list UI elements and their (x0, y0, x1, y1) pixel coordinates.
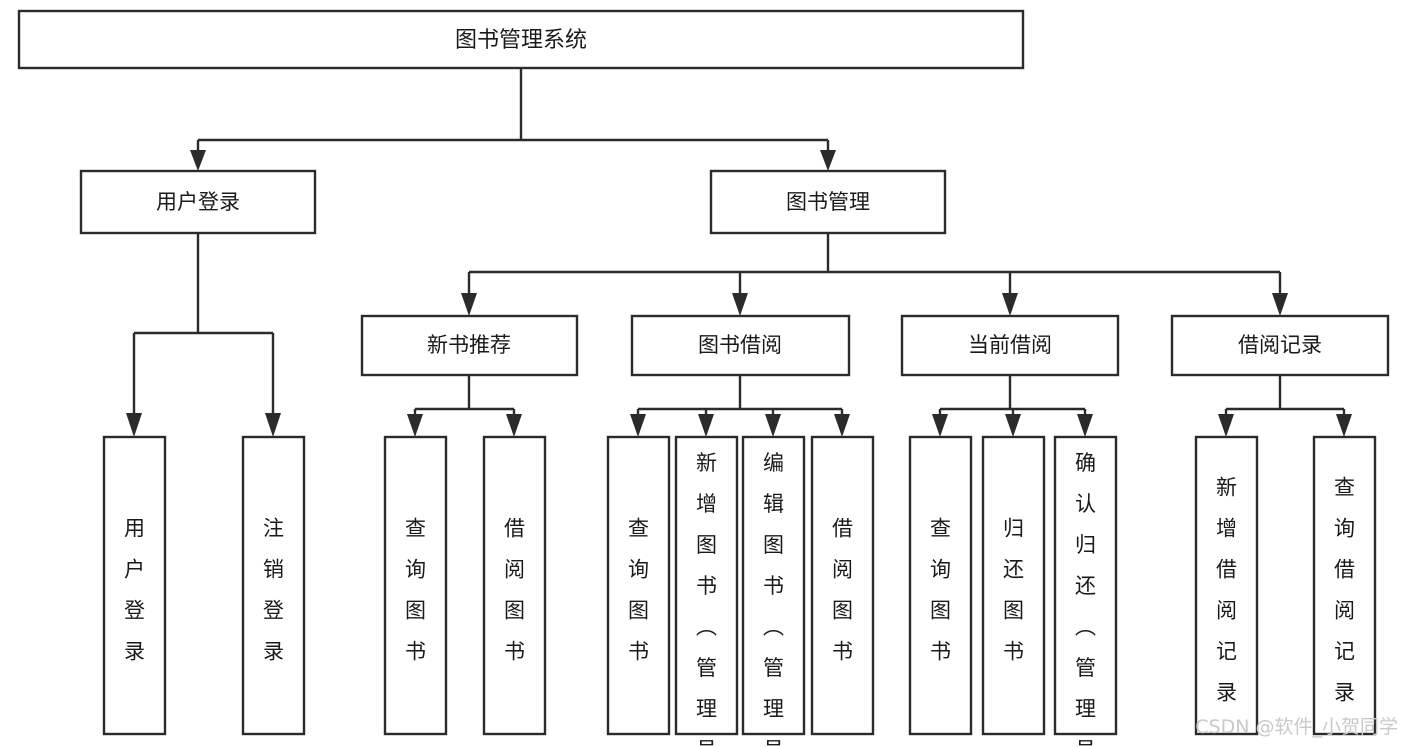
leaf-node-box[interactable] (1194, 435, 1259, 736)
leaf-node-leaf-add-borrow-record[interactable]: 新增借阅记录 (1194, 435, 1259, 736)
leaf-node-label: 新增图书︵管理员︶ (696, 451, 717, 747)
leaf-node-leaf-confirm-return-admin[interactable]: 确认归还︵管理员︶ (1053, 435, 1118, 747)
arrow-head-icon (506, 414, 522, 437)
leaf-node-leaf-add-book-admin[interactable]: 新增图书︵管理员︶ (674, 435, 739, 747)
leaf-node-box[interactable] (482, 435, 547, 736)
leaf-node-label: 编辑图书︵管理员︶ (763, 451, 784, 747)
leaf-node-label: 新增借阅记录 (1216, 475, 1237, 704)
node-root-box[interactable] (17, 9, 1025, 70)
leaf-node-leaf-query-borrow-record[interactable]: 查询借阅记录 (1312, 435, 1377, 736)
arrow-head-icon (265, 413, 281, 437)
leaf-node-box[interactable] (908, 435, 973, 736)
arrow-head-icon (765, 414, 781, 437)
leaf-node-leaf-user-login[interactable]: 用户登录 (102, 435, 167, 736)
leaf-node-label: 归还图书 (1003, 516, 1024, 663)
leaf-node-box[interactable] (741, 435, 806, 736)
leaf-node-label: 注销登录 (263, 516, 284, 663)
node-current-borrow-label: 当前借阅 (968, 333, 1052, 357)
node-root-label: 图书管理系统 (455, 28, 587, 53)
leaf-node-box[interactable] (810, 435, 875, 736)
leaf-node-leaf-borrow-book-recommend[interactable]: 借阅图书 (482, 435, 547, 736)
leaf-node-box[interactable] (981, 435, 1046, 736)
leaf-node-label: 用户登录 (124, 516, 145, 663)
leaf-node-leaf-query-book-borrow[interactable]: 查询图书 (606, 435, 671, 736)
node-user-login-label: 用户登录 (156, 190, 240, 214)
leaf-node-label: 查询图书 (405, 516, 426, 663)
arrow-head-icon (407, 414, 423, 437)
leaf-node-label: 确认归还︵管理员︶ (1075, 451, 1096, 747)
leaf-node-label: 借阅图书 (504, 516, 525, 663)
leaf-node-label: 查询图书 (930, 516, 951, 663)
arrow-head-icon (126, 413, 142, 437)
node-book-manage[interactable]: 图书管理 (709, 169, 947, 235)
arrow-head-icon (932, 414, 948, 437)
node-borrow-record-box[interactable] (1170, 314, 1390, 377)
node-book-borrow-label: 图书借阅 (698, 333, 782, 357)
leaf-node-box[interactable] (1312, 435, 1377, 736)
leaf-node-leaf-user-logout[interactable]: 注销登录 (241, 435, 306, 736)
node-user-login[interactable]: 用户登录 (79, 169, 317, 235)
arrow-head-icon (461, 293, 477, 316)
node-root[interactable]: 图书管理系统 (17, 9, 1025, 70)
leaf-node-label: 查询借阅记录 (1334, 475, 1355, 704)
node-new-book-recommend-label: 新书推荐 (427, 333, 511, 357)
leaf-node-leaf-return-book[interactable]: 归还图书 (981, 435, 1046, 736)
arrow-head-icon (630, 414, 646, 437)
arrow-head-icon (1272, 293, 1288, 316)
arrow-head-icon (1077, 414, 1093, 437)
leaf-node-leaf-query-book-current[interactable]: 查询图书 (908, 435, 973, 736)
arrow-head-icon (698, 414, 714, 437)
leaf-node-box[interactable] (383, 435, 448, 736)
arrow-head-icon (820, 150, 836, 171)
leaf-node-box[interactable] (241, 435, 306, 736)
arrow-head-icon (1336, 414, 1352, 437)
arrow-head-icon (190, 150, 206, 171)
leaf-node-box[interactable] (1053, 435, 1118, 736)
leaf-node-label: 借阅图书 (832, 516, 853, 663)
arrow-head-icon (1002, 293, 1018, 316)
leaf-node-box[interactable] (102, 435, 167, 736)
leaf-node-layer: 用户登录 注销登录 查询图书 借阅图书 查询图书 新增图书︵管理员︶ 编辑图书︵管理员︶ 借阅… (102, 435, 1377, 747)
node-borrow-record[interactable]: 借阅记录 (1170, 314, 1390, 377)
node-book-borrow[interactable]: 图书借阅 (630, 314, 851, 377)
arrow-head-icon (1218, 414, 1234, 437)
node-current-borrow[interactable]: 当前借阅 (900, 314, 1120, 377)
leaf-node-label: 查询图书 (628, 516, 649, 663)
node-user-login-box[interactable] (79, 169, 317, 235)
leaf-node-leaf-borrow-book[interactable]: 借阅图书 (810, 435, 875, 736)
leaf-node-box[interactable] (606, 435, 671, 736)
connector-layer (126, 68, 1352, 437)
arrow-head-icon (732, 293, 748, 316)
node-new-book-recommend-box[interactable] (360, 314, 579, 377)
leaf-node-leaf-edit-book-admin[interactable]: 编辑图书︵管理员︶ (741, 435, 806, 747)
csdn-watermark: CSDN @软件_小贺同学 (1195, 716, 1398, 738)
node-book-borrow-box[interactable] (630, 314, 851, 377)
leaf-node-leaf-query-book-recommend[interactable]: 查询图书 (383, 435, 448, 736)
node-book-manage-box[interactable] (709, 169, 947, 235)
arrow-head-icon (834, 414, 850, 437)
node-borrow-record-label: 借阅记录 (1238, 333, 1322, 357)
node-current-borrow-box[interactable] (900, 314, 1120, 377)
node-new-book-recommend[interactable]: 新书推荐 (360, 314, 579, 377)
arrow-head-icon (1005, 414, 1021, 437)
leaf-node-box[interactable] (674, 435, 739, 736)
node-book-manage-label: 图书管理 (786, 190, 870, 214)
